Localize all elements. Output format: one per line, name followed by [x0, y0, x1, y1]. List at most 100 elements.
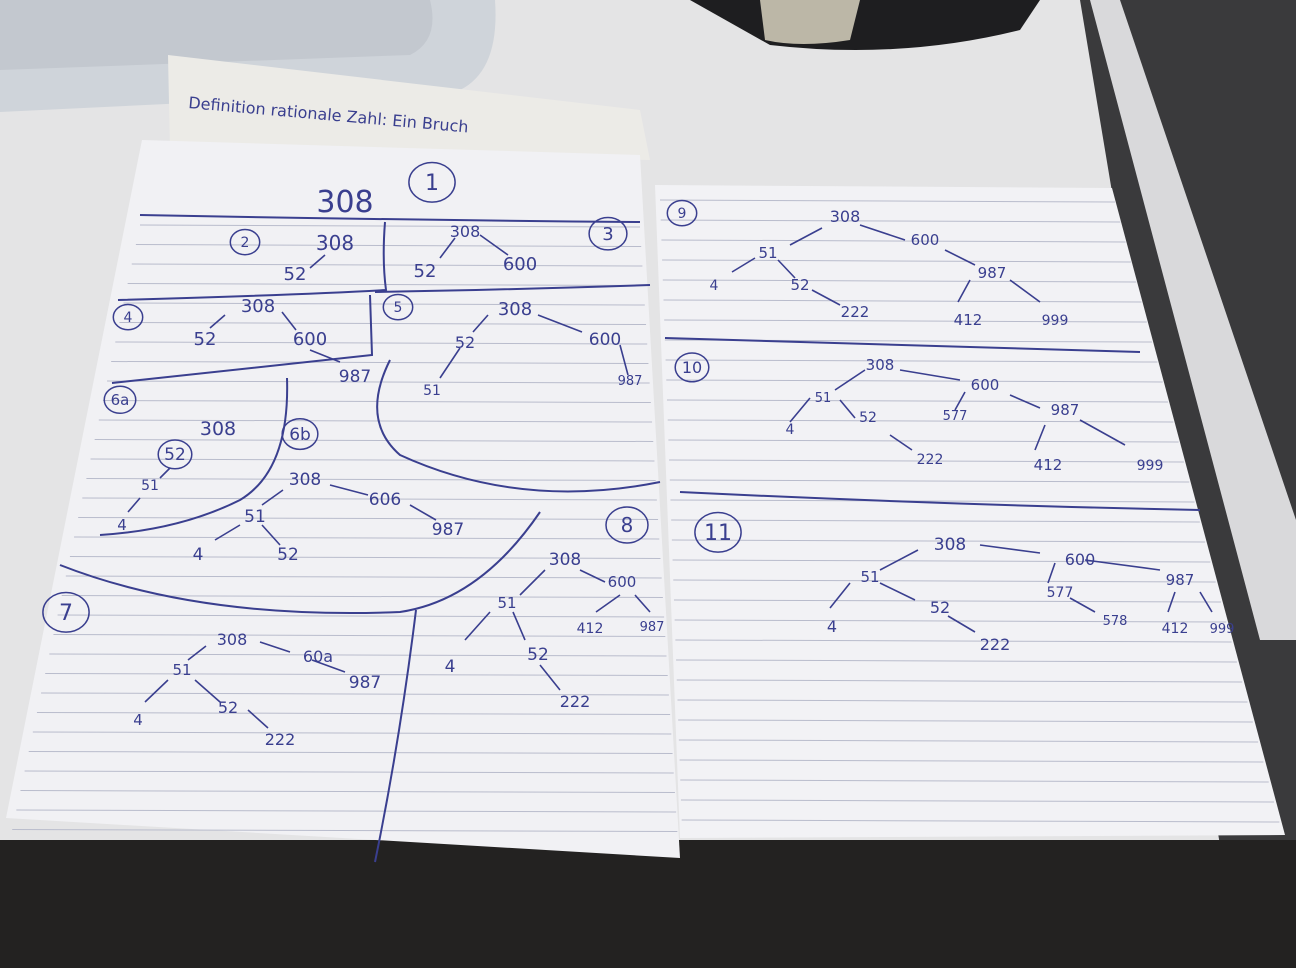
laptop-trackpad — [0, 0, 433, 70]
ruled-line — [674, 619, 1227, 623]
tree-node: 308 — [241, 296, 275, 317]
tree-node: 412 — [1162, 621, 1189, 637]
tree-node: 51 — [244, 507, 266, 527]
ruled-line — [681, 819, 1280, 823]
ruled-line — [86, 478, 656, 481]
ruled-line — [139, 224, 641, 228]
divider-1 — [139, 214, 641, 223]
step-circle — [112, 303, 144, 331]
tree-node: 222 — [980, 635, 1011, 654]
ruled-line — [673, 599, 1222, 603]
tree-node: 4 — [786, 422, 795, 438]
step-circle — [103, 385, 137, 414]
step-circle — [229, 228, 261, 256]
ruled-line — [69, 556, 661, 559]
ruled-line — [679, 759, 1264, 763]
ruled-line — [32, 731, 672, 735]
tree-node: 222 — [841, 303, 870, 321]
tree-node: 412 — [577, 621, 604, 637]
tree-node: 600 — [608, 573, 637, 591]
divider-5 — [376, 359, 661, 493]
step-number-label: 2 — [241, 235, 250, 251]
right-sheet-ruling — [659, 199, 1280, 823]
tree-node: 222 — [560, 692, 591, 711]
tree-node: 999 — [1210, 622, 1235, 637]
tree-node: 51 — [758, 244, 777, 262]
tree-node: 222 — [265, 730, 296, 749]
step-number-label: 9 — [678, 206, 687, 222]
step-circle — [382, 293, 414, 321]
tree-node: 308 — [316, 185, 373, 220]
tree-node: 987 — [339, 367, 371, 387]
notebook-pages — [760, 0, 860, 44]
tree-node: 987 — [1051, 401, 1080, 419]
divider-10 — [679, 491, 1201, 511]
ruled-line — [668, 439, 1179, 443]
ruled-line — [671, 539, 1206, 543]
ruled-line — [672, 559, 1211, 563]
tree-node: 412 — [1034, 456, 1063, 474]
step-circle — [42, 591, 90, 633]
tree-node: 308 — [289, 470, 321, 490]
tree-node: 51 — [141, 478, 159, 494]
ruled-line — [24, 770, 674, 774]
step-circle — [666, 199, 698, 227]
ruled-line — [666, 399, 1169, 403]
ruled-line — [78, 517, 659, 520]
tree-edges — [127, 224, 1213, 729]
step-number-label: 8 — [621, 513, 634, 537]
tree-node: 51 — [172, 661, 191, 679]
tree-node: 987 — [978, 264, 1007, 282]
ruled-line — [680, 799, 1275, 803]
tree-node: 987 — [432, 520, 464, 540]
step-number-label: 6b — [289, 425, 311, 445]
tree-node: 308 — [549, 550, 581, 570]
right-sheet — [655, 185, 1285, 838]
tree-node: 600 — [589, 330, 621, 350]
ruled-line — [670, 499, 1195, 503]
tree-node: 52 — [859, 410, 877, 426]
step-circle — [674, 352, 710, 383]
tree-node: 577 — [1047, 585, 1074, 601]
tree-node: 987 — [618, 374, 643, 389]
divider-3 — [374, 284, 651, 293]
tree-node: 52 — [527, 645, 549, 665]
tree-node: 600 — [1065, 550, 1096, 569]
ruled-line — [12, 829, 678, 832]
ruled-line — [664, 319, 1147, 323]
desk-right-surface — [1090, 0, 1296, 640]
right-sheet-dividers — [664, 337, 1201, 511]
ruled-line — [57, 614, 665, 618]
tree-node: 4 — [133, 711, 143, 729]
tree-node: 987 — [640, 620, 665, 635]
tree-node: 51 — [815, 391, 832, 406]
tree-node: 412 — [954, 311, 983, 329]
ruled-line — [662, 279, 1137, 283]
tree-node: 51 — [860, 568, 879, 586]
left-sheet — [6, 140, 680, 858]
step-number-label: 7 — [59, 601, 73, 626]
tree-node: 52 — [414, 261, 437, 282]
tree-node: 52 — [194, 329, 217, 350]
ruled-line — [115, 341, 648, 345]
divider-6 — [99, 377, 289, 536]
tree-node: 308 — [934, 535, 966, 555]
step-circle — [588, 216, 628, 251]
ruled-line — [94, 439, 654, 442]
ruled-line — [660, 219, 1121, 223]
ruled-line — [20, 790, 675, 793]
tree-node: 4 — [445, 657, 456, 677]
divider-4 — [111, 294, 374, 384]
tree-node: 308 — [316, 231, 354, 255]
step-number-label: 11 — [704, 521, 732, 546]
step-number-label: 4 — [124, 310, 133, 326]
tree-node: 987 — [349, 673, 381, 693]
step-circle — [694, 511, 742, 553]
tree-node: 51 — [423, 383, 441, 399]
step-number-label: 3 — [602, 224, 613, 245]
divider-7 — [59, 511, 541, 614]
background-note — [168, 55, 650, 160]
tree-node: 999 — [1137, 458, 1164, 474]
dark-floor — [0, 840, 1296, 968]
